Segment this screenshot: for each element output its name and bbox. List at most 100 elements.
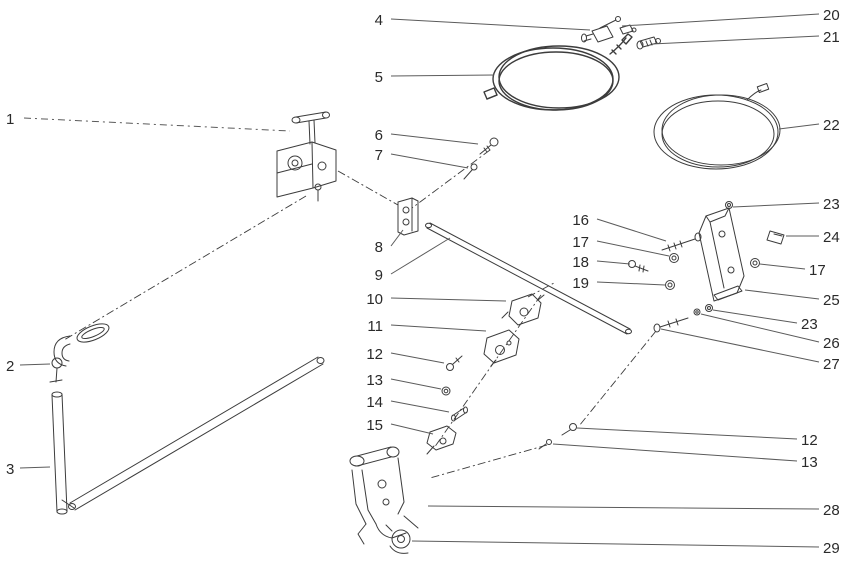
part-8-spacer-block: [397, 197, 419, 236]
part-16-screw: [661, 232, 702, 252]
callout-24: 24: [823, 229, 840, 246]
leader-line-29: [411, 540, 820, 548]
callout-13: 13: [366, 372, 383, 389]
leader-line-22: [778, 123, 820, 130]
leader-line-8: [390, 229, 404, 247]
part-11-clamp-base: [483, 329, 520, 367]
part-4-drain-valve: [581, 16, 621, 43]
part-15-bracket: [426, 425, 457, 455]
callout-12: 12: [801, 432, 818, 449]
callout-29: 29: [823, 540, 840, 557]
part-14-pin: [451, 406, 468, 422]
callout-20: 20: [823, 7, 840, 24]
leader-line-26: [700, 313, 820, 343]
callout-6: 6: [375, 127, 383, 144]
leader-lines-layer: [19, 13, 820, 548]
part-12-screw: [446, 355, 463, 371]
leader-line-21: [651, 35, 820, 45]
callout-10: 10: [366, 291, 383, 308]
callout-7: 7: [375, 147, 383, 164]
part-18-bolt: [628, 260, 649, 273]
part-6-screw: [479, 137, 499, 155]
part-17-spacer-right: [750, 258, 760, 268]
callout-9: 9: [375, 267, 383, 284]
callout-labels-layer: 1234567891011121314151617181920212223241…: [6, 7, 840, 557]
callout-5: 5: [375, 69, 383, 86]
leader-line-1: [23, 117, 291, 132]
callout-14: 14: [366, 394, 383, 411]
callout-15: 15: [366, 417, 383, 434]
leader-line-11: [390, 324, 487, 332]
part-28-frame-weldment: [349, 446, 419, 545]
part-13-pin-right: [538, 439, 552, 450]
part-13-nut: [441, 386, 451, 396]
callout-1: 1: [6, 111, 14, 128]
part-17-spacer: [669, 253, 679, 263]
part-19-nut: [665, 280, 675, 290]
callout-13: 13: [801, 454, 818, 471]
callout-4: 4: [375, 12, 383, 29]
callout-19: 19: [572, 275, 589, 292]
callout-23: 23: [801, 316, 818, 333]
leader-line-9: [390, 237, 451, 275]
part-2-latch-handle: [49, 323, 110, 383]
leader-line-5: [390, 74, 495, 77]
leader-line-20: [621, 13, 820, 27]
leader-line-25: [744, 289, 820, 300]
callout-21: 21: [823, 29, 840, 46]
callout-25: 25: [823, 292, 840, 309]
leader-line-15: [390, 423, 434, 435]
callout-18: 18: [572, 254, 589, 271]
part-27-bolt: [653, 317, 689, 333]
callout-16: 16: [572, 212, 589, 229]
leader-line-12: [576, 427, 798, 440]
part-25-bracket: [698, 207, 745, 302]
leader-line-16: [596, 218, 667, 242]
part-3-frame-tubes: [51, 356, 325, 515]
part-22-coiled-cable: [653, 82, 781, 170]
assembly-axis-lines: [63, 149, 657, 479]
part-10-cable-clamp: [501, 293, 545, 326]
leader-line-2: [19, 363, 51, 366]
leader-line-14: [390, 400, 450, 413]
leader-line-17: [596, 240, 670, 257]
callout-26: 26: [823, 335, 840, 352]
part-24-clip: [766, 230, 785, 245]
part-12-screw-right: [561, 423, 577, 436]
callout-17: 17: [809, 262, 826, 279]
callout-27: 27: [823, 356, 840, 373]
leader-line-3: [19, 466, 51, 469]
callout-11: 11: [367, 318, 383, 335]
callout-23: 23: [823, 196, 840, 213]
leader-line-18: [596, 260, 631, 265]
leader-line-13: [552, 443, 798, 462]
leader-line-12: [390, 352, 445, 364]
callout-22: 22: [823, 117, 840, 134]
callout-2: 2: [6, 358, 14, 375]
callout-28: 28: [823, 502, 840, 519]
leader-line-27: [660, 328, 820, 363]
callout-17: 17: [572, 234, 589, 251]
part-7-screw: [463, 163, 478, 180]
leader-line-7: [390, 153, 469, 169]
part-9-rod: [425, 222, 632, 335]
leader-line-19: [596, 281, 666, 286]
leader-line-4: [390, 18, 591, 31]
leader-line-13: [390, 378, 442, 390]
leader-line-6: [390, 133, 479, 145]
part-29-roller: [385, 524, 411, 554]
part-23-nut-upper: [725, 201, 733, 209]
callout-12: 12: [366, 346, 383, 363]
part-23-nut-lower: [705, 304, 713, 312]
leader-line-10: [390, 297, 507, 302]
leader-line-17: [759, 263, 806, 270]
callout-8: 8: [375, 239, 383, 256]
part-26-washer: [693, 308, 701, 316]
leader-line-23: [732, 202, 820, 208]
leader-line-23: [712, 309, 798, 324]
part-1-outlet-valve-bracket: [276, 111, 337, 202]
callout-3: 3: [6, 461, 14, 478]
leader-line-28: [427, 505, 820, 510]
